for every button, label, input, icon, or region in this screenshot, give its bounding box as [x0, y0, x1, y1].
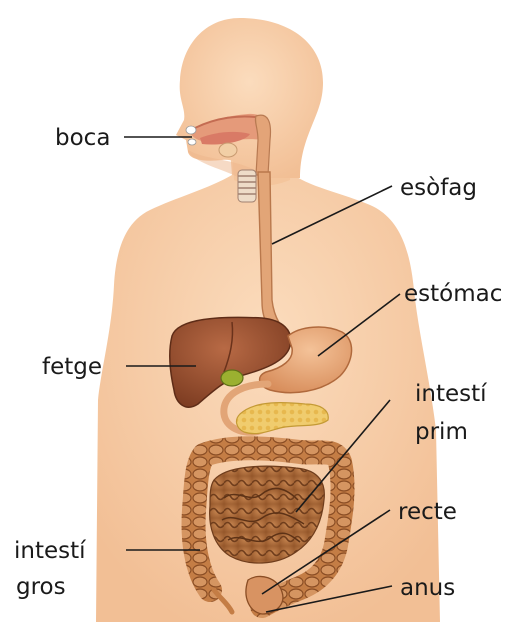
tooth-upper: [186, 126, 196, 134]
tooth-lower: [188, 139, 196, 145]
label-intesti-prim-1: intestí: [415, 381, 487, 407]
salivary-gland: [219, 143, 237, 157]
label-fetge: fetge: [42, 354, 102, 380]
label-anus: anus: [400, 575, 455, 601]
trachea: [238, 170, 256, 202]
trachea-tube: [238, 170, 256, 202]
head: [176, 18, 323, 178]
label-intesti-prim-2: prim: [415, 419, 468, 445]
pharynx: [255, 115, 270, 175]
label-estomac: estómac: [404, 281, 502, 307]
gallbladder: [221, 370, 243, 386]
label-intesti-gros-1: intestí: [14, 538, 86, 564]
label-esofag: esòfag: [400, 175, 477, 201]
label-boca: boca: [55, 125, 110, 151]
label-recte: recte: [398, 499, 457, 525]
label-intesti-gros-2: gros: [16, 574, 66, 600]
